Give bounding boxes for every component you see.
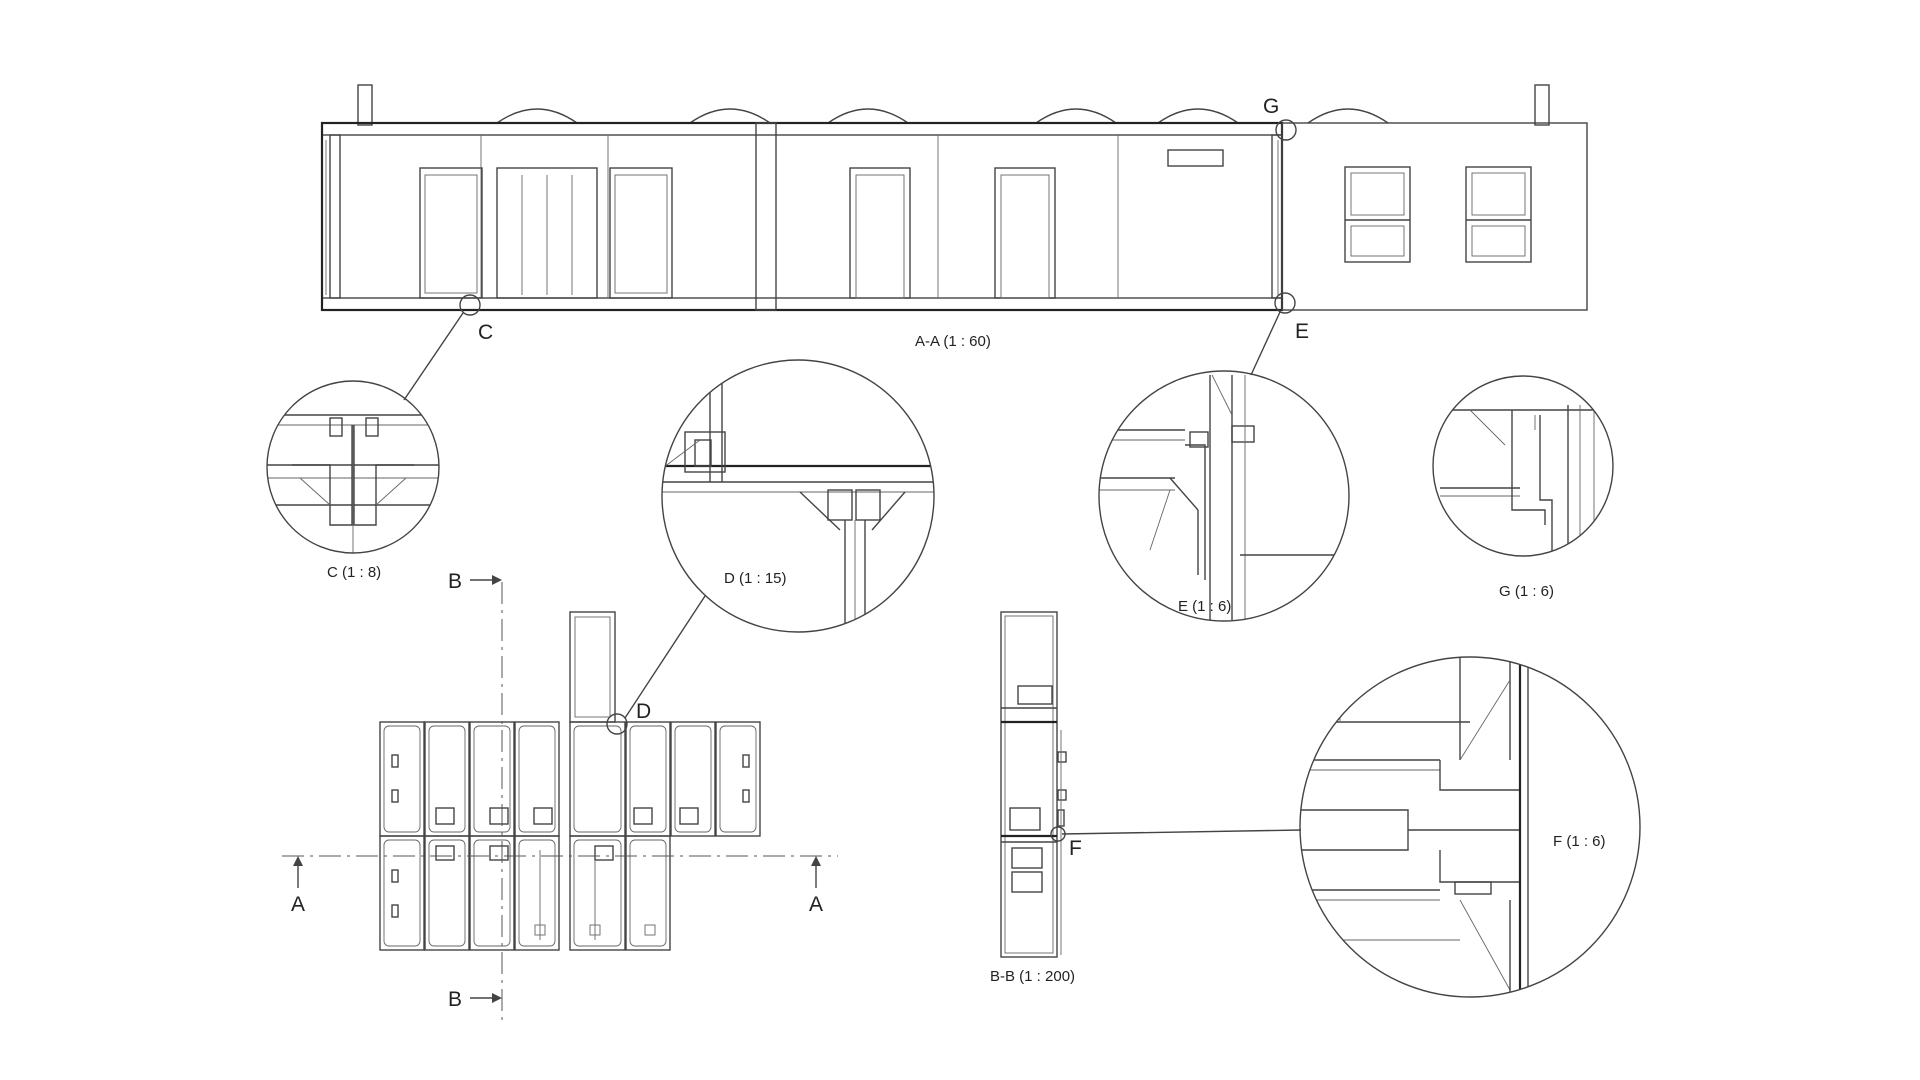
leader-e <box>1250 311 1281 376</box>
marker-d-label: D <box>636 700 651 723</box>
detail-e <box>1098 370 1350 622</box>
detail-d-label: D (1 : 15) <box>724 570 787 587</box>
detail-c-label: C (1 : 8) <box>327 564 381 581</box>
section-bb-label: B-B (1 : 200) <box>990 968 1075 985</box>
detail-g-label: G (1 : 6) <box>1499 583 1554 600</box>
detail-f-label: F (1 : 6) <box>1553 833 1606 850</box>
marker-b-bottom-label: B <box>448 988 462 1011</box>
section-arrow-a-left <box>293 856 303 888</box>
detail-d <box>661 359 935 633</box>
leader-f <box>1061 829 1302 835</box>
marker-g-label: G <box>1263 95 1279 118</box>
marker-c-label: C <box>478 321 493 344</box>
section-bb <box>1000 611 1067 958</box>
section-arrow-b-top <box>470 575 502 585</box>
section-aa-label: A-A (1 : 60) <box>915 333 991 350</box>
leader-c <box>403 312 464 401</box>
detail-f <box>1299 656 1641 998</box>
detail-g <box>1432 375 1614 557</box>
marker-a-left-label: A <box>291 893 305 916</box>
section-aa-elevation <box>320 84 1588 316</box>
detail-c <box>266 380 440 554</box>
marker-a-right-label: A <box>809 893 823 916</box>
marker-e-label: E <box>1295 320 1309 343</box>
marker-b-top-label: B <box>448 570 462 593</box>
section-arrow-a-right <box>811 856 821 888</box>
plan-view <box>282 582 838 1022</box>
section-arrow-b-bottom <box>470 993 502 1003</box>
marker-f-label: F <box>1069 837 1082 860</box>
leader-d <box>624 595 706 719</box>
detail-e-label: E (1 : 6) <box>1178 598 1231 615</box>
